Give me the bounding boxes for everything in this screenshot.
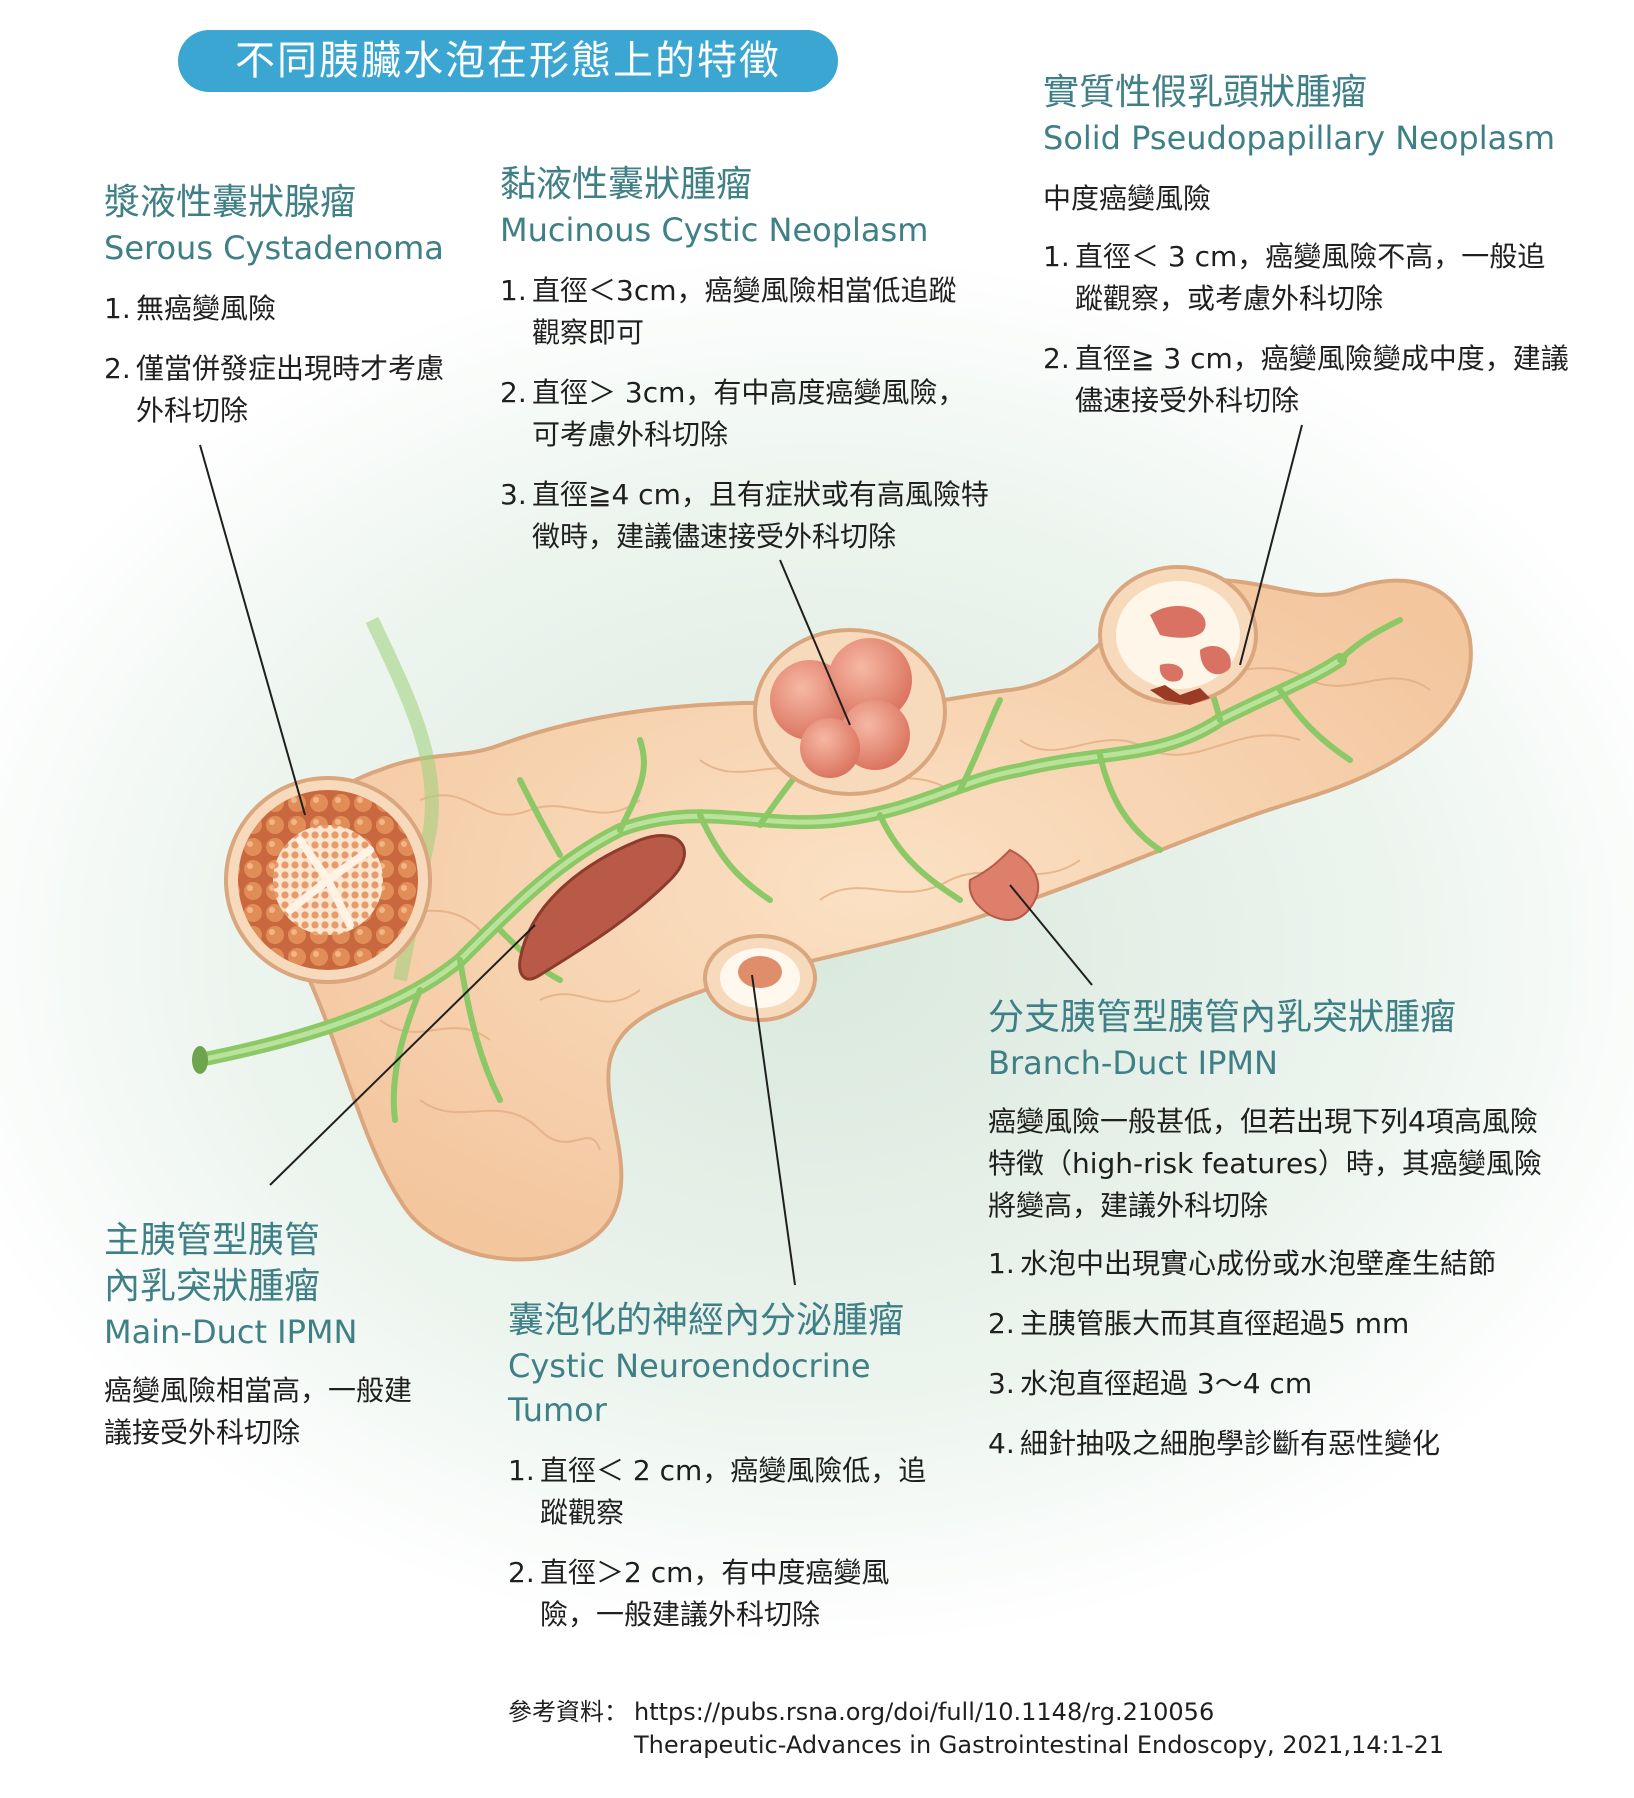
main-duct-block: 主胰管型胰管 內乳突狀腫瘤 Main-Duct IPMN 癌變風險相當高，一般建… [104, 1218, 434, 1454]
leader-lines [199, 424, 1303, 1286]
pancreas-body [280, 578, 1473, 1262]
mucinous-title-en: Mucinous Cystic Neoplasm [500, 211, 929, 249]
spn-title-en: Solid Pseudopapillary Neoplasm [1043, 119, 1556, 157]
branch-item-1: 1.水泡中出現實心成份或水泡壁產生結節 [988, 1247, 1497, 1280]
serous-item-1: 1.無癌變風險 [104, 292, 277, 325]
spn-lesion [1098, 565, 1258, 705]
branch-item-2: 2.主胰管脹大而其直徑超過5 mm [988, 1307, 1410, 1340]
net-title-en-2: Tumor [508, 1391, 607, 1429]
mucinous-block: 黏液性囊狀腫瘤 Mucinous Cystic Neoplasm 1.直徑＜3c… [500, 162, 1005, 576]
spn-item-2: 2.直徑≧ 3 cm，癌變風險變成中度，建議儘速接受外科切除 [1043, 342, 1569, 417]
main-title-zh-1: 主胰管型胰管 [104, 1220, 321, 1261]
net-title-en-1: Cystic Neuroendocrine [508, 1347, 871, 1385]
source-reference: 參考資料：https://pubs.rsna.org/doi/full/10.1… [508, 1696, 1444, 1762]
branch-item-3: 3.水泡直徑超過 3～4 cm [988, 1367, 1313, 1400]
serous-cystadenoma-block: 漿液性囊狀腺瘤 Serous Cystadenoma 1.無癌變風險 2.僅當併… [104, 180, 464, 450]
branch-duct-ipmn-lesion [968, 848, 1040, 921]
source-citation: Therapeutic-Advances in Gastrointestinal… [634, 1731, 1445, 1759]
net-item-1: 1.直徑＜ 2 cm，癌變風險低，追蹤觀察 [508, 1454, 927, 1529]
duct-opening [192, 1046, 208, 1074]
page-title: 不同胰臟水泡在形態上的特徵 [178, 30, 838, 92]
neuroendocrine-cyst-lesion [703, 934, 817, 1022]
source-label: 參考資料： [508, 1698, 628, 1726]
net-title-zh: 囊泡化的神經內分泌腫瘤 [508, 1300, 905, 1341]
serous-title-zh: 漿液性囊狀腺瘤 [104, 182, 357, 223]
serous-cystadenoma-lesion [224, 776, 432, 984]
branch-desc: 癌變風險一般甚低，但若出現下列4項高風險特徵（high-risk feature… [988, 1105, 1542, 1222]
main-duct-ipmn-lesion [518, 834, 686, 981]
main-title-zh-2: 內乳突狀腫瘤 [104, 1266, 321, 1307]
net-item-2: 2.直徑＞2 cm，有中度癌變風險，一般建議外科切除 [508, 1556, 890, 1631]
serous-title-en: Serous Cystadenoma [104, 229, 444, 267]
mucinous-item-1: 1.直徑＜3cm，癌變風險相當低追蹤觀察即可 [500, 274, 957, 349]
branch-duct-block: 分支胰管型胰管內乳突狀腫瘤 Branch-Duct IPMN 癌變風險一般甚低，… [988, 995, 1548, 1483]
main-desc: 癌變風險相當高，一般建議接受外科切除 [104, 1374, 413, 1449]
branch-title-zh: 分支胰管型胰管內乳突狀腫瘤 [988, 997, 1457, 1038]
neuroendocrine-block: 囊泡化的神經內分泌腫瘤 Cystic Neuroendocrine Tumor … [508, 1298, 938, 1654]
serous-item-2: 2.僅當併發症出現時才考慮外科切除 [104, 352, 445, 427]
mucinous-item-2: 2.直徑＞ 3cm，有中高度癌變風險，可考慮外科切除 [500, 376, 966, 451]
mucinous-cyst-lesion [753, 628, 947, 796]
mucinous-item-3: 3.直徑≧4 cm，且有症狀或有高風險特徵時，建議儘速接受外科切除 [500, 478, 989, 553]
mucinous-title-zh: 黏液性囊狀腫瘤 [500, 164, 753, 205]
source-url[interactable]: https://pubs.rsna.org/doi/full/10.1148/r… [634, 1698, 1215, 1726]
main-title-en: Main-Duct IPMN [104, 1313, 358, 1351]
spn-block: 實質性假乳頭狀腫瘤 Solid Pseudopapillary Neoplasm… [1043, 70, 1583, 440]
spn-title-zh: 實質性假乳頭狀腫瘤 [1043, 72, 1368, 113]
branch-item-4: 4.細針抽吸之細胞學診斷有惡性變化 [988, 1427, 1441, 1460]
spn-item-1: 1.直徑＜ 3 cm，癌變風險不高，一般追蹤觀察，或考慮外科切除 [1043, 240, 1546, 315]
branch-title-en: Branch-Duct IPMN [988, 1044, 1278, 1082]
spn-risk: 中度癌變風險 [1043, 182, 1212, 215]
